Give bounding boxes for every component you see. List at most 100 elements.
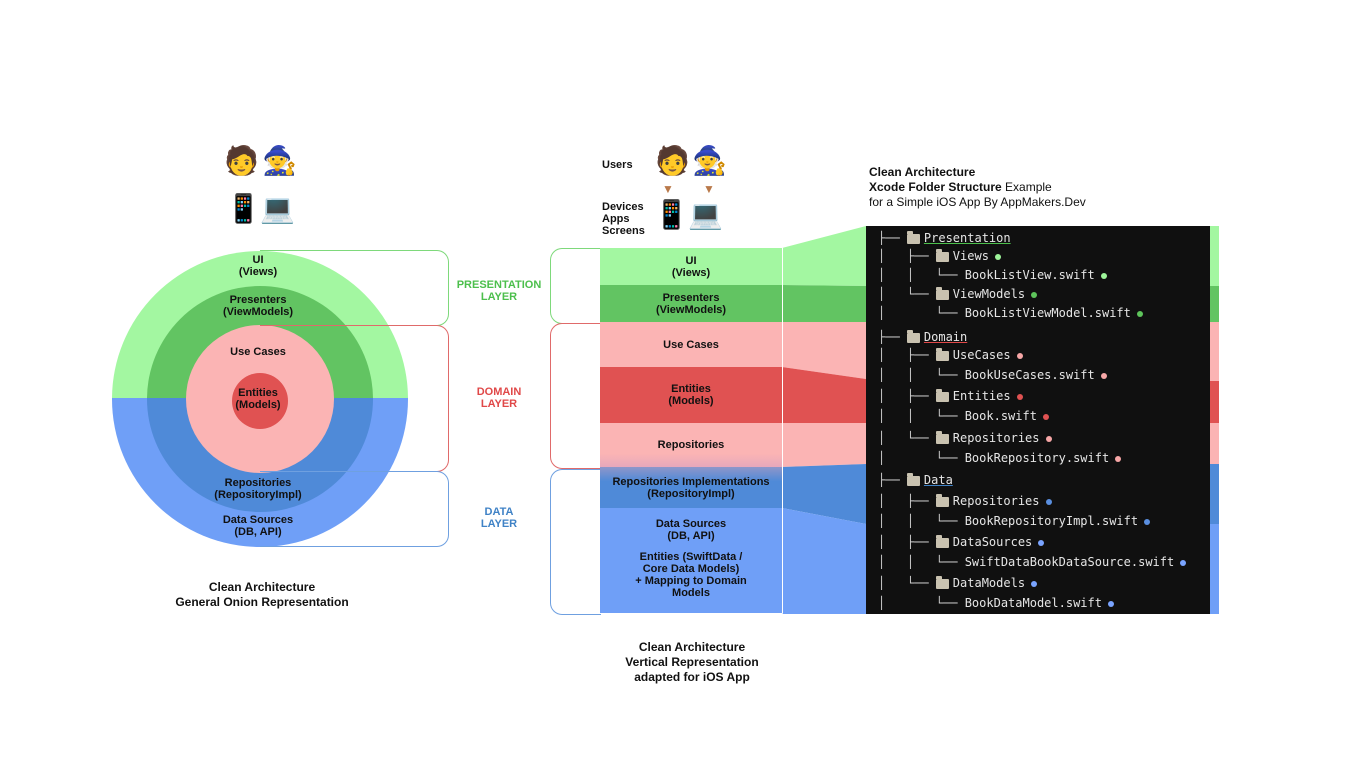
onion-entities-sub: (Models) bbox=[235, 399, 281, 411]
tree-branch: │ ├── bbox=[878, 535, 936, 549]
onion-data-sources-label: Data Sources bbox=[222, 514, 294, 526]
person-icon: 🧑 bbox=[224, 144, 259, 177]
band-ui: UI(Views) bbox=[600, 248, 782, 285]
band-presenters-label: Presenters bbox=[662, 291, 720, 304]
folder-icon bbox=[935, 286, 949, 300]
onion-caption-line1: Clean Architecture bbox=[208, 580, 316, 594]
connector-repo-impl bbox=[782, 464, 866, 524]
tree-file-row[interactable]: │ └── BookDataModel.swift bbox=[878, 595, 1114, 611]
status-dot-icon bbox=[1042, 413, 1049, 420]
tree-branch: │ │ └── bbox=[878, 555, 965, 569]
data-bracket-left bbox=[260, 471, 449, 547]
band-entities-label: Entities bbox=[671, 383, 711, 395]
tree-branch: │ ├── bbox=[878, 389, 936, 403]
devices-label-1: Devices bbox=[602, 201, 644, 213]
tree-folder-row[interactable]: │ └── ViewModels bbox=[878, 286, 1038, 302]
folder-icon bbox=[935, 248, 949, 262]
tree-folder-row[interactable]: │ ├── UseCases bbox=[878, 347, 1023, 363]
band-ui-label: UI bbox=[685, 254, 697, 267]
connector-ui bbox=[782, 226, 866, 286]
band-entities-sd-3: + Mapping to Domain bbox=[635, 575, 747, 587]
band-repositories: Repositories bbox=[600, 423, 782, 467]
tree-item-name: Repositories bbox=[952, 494, 1040, 508]
connector-presenters bbox=[782, 285, 866, 322]
mage-icon: 🧙 bbox=[692, 144, 727, 177]
tree-branch: │ │ └── bbox=[878, 368, 965, 382]
tree-folder-row[interactable]: │ ├── Views bbox=[878, 248, 1001, 264]
data-layer-label-1: DATA bbox=[484, 506, 514, 518]
band-repo-impl: Repositories Implementations(RepositoryI… bbox=[600, 467, 782, 508]
person-icon: 🧑 bbox=[655, 144, 690, 177]
connector-repositories bbox=[782, 423, 866, 467]
onion-core-entities bbox=[232, 373, 288, 429]
tree-file-row[interactable]: │ └── BookRepository.swift bbox=[878, 450, 1122, 466]
folder-icon bbox=[906, 329, 920, 343]
tree-folder-row[interactable]: │ ├── Repositories bbox=[878, 493, 1052, 509]
domain-bracket-right bbox=[550, 323, 601, 469]
presentation-layer-label-1: PRESENTATION bbox=[456, 279, 542, 291]
presentation-layer-label-2: LAYER bbox=[480, 291, 518, 303]
devices-label-2: Apps bbox=[602, 213, 630, 225]
tree-folder-row[interactable]: │ └── DataModels bbox=[878, 575, 1038, 591]
onion-entities-label: Entities bbox=[238, 387, 278, 399]
band-entities-sd-4: Models bbox=[672, 587, 710, 599]
band-entities-sd-2: Core Data Models) bbox=[642, 563, 740, 575]
band-entities: Entities(Models) bbox=[600, 367, 782, 423]
user-emojis-left: 🧑 🧙 bbox=[224, 144, 297, 178]
tree-file-row[interactable]: │ │ └── Book.swift bbox=[878, 408, 1049, 424]
onion-repositories-sub: (RepositoryImpl) bbox=[214, 489, 302, 501]
tree-file-row[interactable]: │ │ └── BookUseCases.swift bbox=[878, 367, 1107, 383]
tree-branch: │ │ └── bbox=[878, 409, 965, 423]
band-data-sources-sub: (DB, API) bbox=[667, 530, 715, 542]
onion-repositories-label: Repositories bbox=[224, 477, 292, 489]
data-bracket-right bbox=[550, 469, 601, 615]
onion-ui-label: UI bbox=[252, 254, 264, 266]
status-dot-icon bbox=[1016, 393, 1023, 400]
presentation-bracket-right bbox=[550, 248, 601, 324]
tree-item-name: BookUseCases.swift bbox=[964, 368, 1095, 382]
band-data-sources-label: Data Sources bbox=[655, 518, 727, 530]
tree-folder-row[interactable]: │ └── Repositories bbox=[878, 430, 1052, 446]
code-title-line3: for a Simple iOS App By AppMakers.Dev bbox=[869, 195, 1086, 209]
code-title-line2-bold: Xcode Folder Structure bbox=[869, 180, 1002, 194]
tree-item-name: BookDataModel.swift bbox=[964, 596, 1102, 610]
vertical-caption-line2: Vertical Representation bbox=[625, 655, 759, 669]
connector-use-cases bbox=[782, 322, 866, 379]
status-dot-icon bbox=[1031, 291, 1038, 298]
band-use-cases: Use Cases bbox=[600, 322, 782, 367]
tree-folder-row[interactable]: ├── Domain bbox=[878, 329, 967, 345]
tree-folder-row[interactable]: │ ├── Entities bbox=[878, 388, 1023, 404]
folder-icon bbox=[935, 430, 949, 444]
tree-file-row[interactable]: │ │ └── BookRepositoryImpl.swift bbox=[878, 513, 1151, 529]
band-presenters: Presenters(ViewModels) bbox=[600, 285, 782, 322]
folder-icon bbox=[935, 388, 949, 402]
tree-folder-row[interactable]: ├── Presentation bbox=[878, 230, 1011, 246]
status-dot-icon bbox=[1031, 580, 1038, 587]
tree-item-name: BookListViewModel.swift bbox=[964, 306, 1131, 320]
tree-branch: ├── bbox=[878, 473, 907, 487]
tree-file-row[interactable]: │ └── BookListViewModel.swift bbox=[878, 305, 1143, 321]
tree-branch: ├── bbox=[878, 330, 907, 344]
status-dot-icon bbox=[1115, 455, 1122, 462]
tree-branch: │ └── bbox=[878, 596, 965, 610]
code-panel-strip bbox=[1210, 226, 1219, 614]
tree-file-row[interactable]: │ │ └── BookListView.swift bbox=[878, 267, 1107, 283]
onion-presenters-sub: (ViewModels) bbox=[222, 306, 294, 318]
status-dot-icon bbox=[1136, 310, 1143, 317]
folder-icon bbox=[906, 230, 920, 244]
vertical-caption-line1: Clean Architecture bbox=[638, 640, 746, 654]
laptop-icon: 💻 bbox=[260, 192, 295, 225]
tree-file-row[interactable]: │ │ └── SwiftDataBookDataSource.swift bbox=[878, 554, 1187, 570]
tree-item-name: Entities bbox=[952, 389, 1011, 403]
tree-folder-row[interactable]: ├── Data bbox=[878, 472, 953, 488]
tree-folder-row[interactable]: │ ├── DataSources bbox=[878, 534, 1045, 550]
folder-tree-panel: ├── Presentation │ ├── Views │ │ └── BookL… bbox=[866, 226, 1210, 614]
status-dot-icon bbox=[1180, 559, 1187, 566]
band-data-sources: Data Sources (DB, API) Entities (SwiftDa… bbox=[600, 508, 782, 613]
presentation-bracket-left bbox=[260, 250, 449, 326]
onion-presenters-label: Presenters bbox=[229, 294, 287, 306]
tree-item-name: Views bbox=[952, 249, 989, 263]
folder-icon bbox=[935, 493, 949, 507]
status-dot-icon bbox=[1038, 539, 1045, 546]
pointing-down-icon: ▼ bbox=[703, 182, 715, 196]
